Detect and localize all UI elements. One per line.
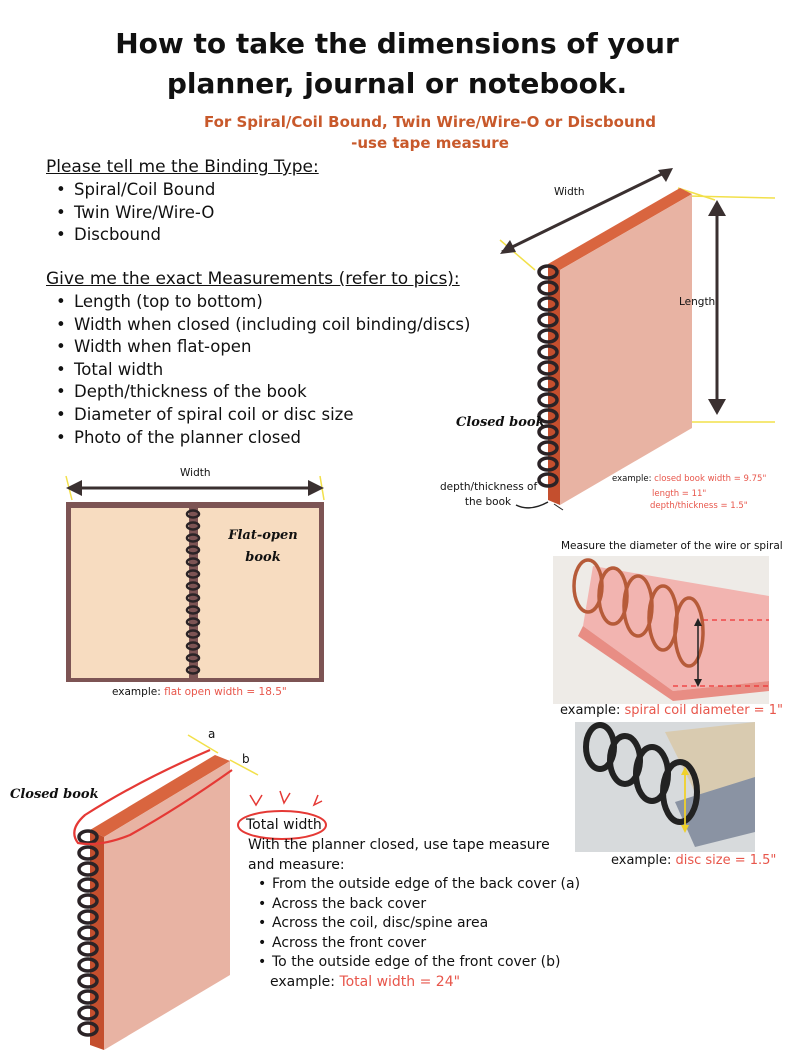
measurements-section: Give me the exact Measurements (refer to… — [46, 269, 470, 449]
list-item: Width when closed (including coil bindin… — [46, 314, 470, 337]
total-width-steps: From the outside edge of the back cover … — [248, 875, 580, 973]
page-title: How to take the dimensions of your plann… — [0, 24, 794, 104]
total-width-diagram — [73, 734, 327, 1050]
title-line-1: How to take the dimensions of your — [115, 27, 679, 60]
depth-label-line-1: depth/thickness of — [440, 481, 538, 493]
binding-heading: Please tell me the Binding Type: — [46, 157, 319, 177]
closed-book-diagram — [499, 168, 776, 511]
spiral-coil-photo — [553, 556, 769, 704]
width-label: Width — [554, 186, 585, 198]
spiral-coil-illustration — [553, 556, 769, 704]
example-prefix: example: — [112, 686, 165, 698]
flat-open-label-line-2: book — [245, 550, 281, 565]
length-example: length = 11" — [652, 489, 707, 499]
list-item: Total width — [46, 359, 470, 382]
subtitle-line-2: -use tape measure — [351, 134, 509, 152]
total-width-instructions: With the planner closed, use tape measur… — [248, 836, 580, 993]
spiral-example: example: spiral coil diameter = 1" — [560, 703, 783, 718]
total-width-heading: Total width — [246, 817, 322, 833]
closed-book-label-2: Closed book — [10, 787, 99, 802]
disc-photo — [575, 722, 755, 852]
example-value: flat open width = 18.5" — [164, 686, 287, 698]
list-item: Depth/thickness of the book — [46, 381, 470, 404]
spiral-caption: Measure the diameter of the wire or spir… — [561, 540, 783, 552]
list-item: Length (top to bottom) — [46, 291, 470, 314]
disc-example: example: disc size = 1.5" — [611, 853, 776, 868]
depth-example: depth/thickness = 1.5" — [650, 501, 748, 511]
list-item: Spiral/Coil Bound — [46, 179, 319, 202]
measurements-heading: Give me the exact Measurements (refer to… — [46, 269, 460, 289]
depth-label-line-2: the book — [464, 496, 512, 508]
measurements-list: Length (top to bottom) Width when closed… — [46, 291, 470, 449]
binding-section: Please tell me the Binding Type: Spiral/… — [46, 157, 319, 247]
example-value: disc size = 1.5" — [675, 853, 777, 868]
flat-width-label: Width — [180, 467, 211, 479]
list-item: Twin Wire/Wire-O — [46, 202, 319, 225]
disc-illustration — [575, 722, 755, 852]
subtitle-line-1: For Spiral/Coil Bound, Twin Wire/Wire-O … — [203, 113, 657, 131]
label-a: a — [208, 727, 216, 741]
list-item: Width when flat-open — [46, 336, 470, 359]
flat-open-diagram — [65, 475, 325, 682]
example-prefix: example: — [611, 853, 676, 868]
list-item: Photo of the planner closed — [46, 427, 470, 450]
depth-label: depth/thickness of the book — [440, 480, 538, 510]
subtitle: For Spiral/Coil Bound, Twin Wire/Wire-O … — [180, 112, 680, 154]
example-value: spiral coil diameter = 1" — [624, 703, 783, 718]
example-prefix: example: — [270, 973, 340, 990]
length-label: Length — [679, 296, 716, 308]
total-width-intro: With the planner closed, use tape measur… — [248, 837, 550, 873]
binding-list: Spiral/Coil Bound Twin Wire/Wire-O Discb… — [46, 179, 319, 247]
list-item: From the outside edge of the back cover … — [248, 875, 580, 895]
label-b: b — [242, 752, 250, 766]
flat-width-example: example: flat open width = 18.5" — [112, 686, 287, 698]
list-item: Discbound — [46, 224, 319, 247]
list-item: Across the back cover — [248, 895, 578, 915]
closed-width-example: example: closed book width = 9.75" — [612, 474, 766, 484]
flat-open-label-line-1: Flat-open — [228, 528, 298, 543]
list-item: Across the coil, disc/spine area — [248, 914, 578, 934]
example-prefix: example: — [560, 703, 625, 718]
list-item: Diameter of spiral coil or disc size — [46, 404, 470, 427]
list-item: To the outside edge of the front cover (… — [248, 953, 578, 973]
example-prefix: example: — [612, 474, 655, 484]
total-width-example: example: Total width = 24" — [248, 973, 578, 993]
example-value: Total width = 24" — [339, 973, 461, 990]
list-item: Across the front cover — [248, 934, 578, 954]
example-value: closed book width = 9.75" — [654, 474, 767, 484]
closed-book-label: Closed book — [456, 415, 545, 430]
title-line-2: planner, journal or notebook. — [166, 67, 628, 100]
flat-open-label: Flat-open book — [228, 525, 298, 569]
